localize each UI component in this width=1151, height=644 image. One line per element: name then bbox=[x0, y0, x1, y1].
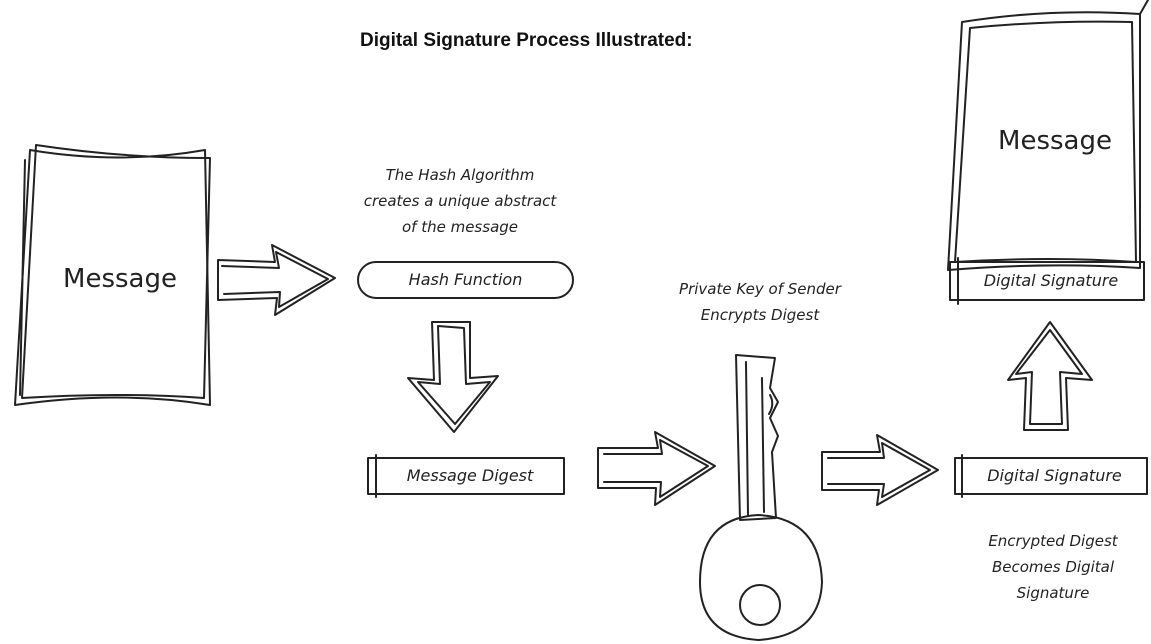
key-note-line-1: Private Key of Sender bbox=[679, 280, 841, 298]
hash-note-line-3: of the message bbox=[401, 218, 519, 236]
hash-note: The Hash Algorithm creates a unique abst… bbox=[325, 162, 595, 240]
hash-function-label: Hash Function bbox=[408, 270, 523, 289]
arrow-icon bbox=[217, 244, 336, 316]
key-icon bbox=[699, 354, 823, 641]
digital-signature-label-attached: Digital Signature bbox=[983, 271, 1119, 290]
signature-note-line-1: Encrypted Digest bbox=[988, 532, 1118, 550]
signature-note-line-2: Becomes Digital bbox=[991, 558, 1114, 576]
arrow-icon bbox=[407, 321, 499, 433]
hash-note-line-2: creates a unique abstract bbox=[363, 192, 557, 210]
hash-note-line-1: The Hash Algorithm bbox=[385, 166, 535, 184]
signature-note: Encrypted Digest Becomes Digital Signatu… bbox=[955, 528, 1151, 606]
message-document-right bbox=[947, 0, 1149, 305]
arrow-icon bbox=[597, 431, 716, 506]
hash-function-box bbox=[357, 261, 574, 299]
message-label-left: Message bbox=[63, 264, 177, 294]
message-document-left bbox=[14, 144, 211, 406]
message-label-right: Message bbox=[998, 126, 1112, 156]
diagram-title: Digital Signature Process Illustrated: bbox=[360, 30, 693, 51]
key-note-line-2: Encrypts Digest bbox=[700, 306, 820, 324]
message-digest-box bbox=[367, 454, 565, 498]
signature-note-line-3: Signature bbox=[1016, 584, 1090, 602]
digital-signature-box-result bbox=[954, 454, 1148, 498]
arrow-icon bbox=[821, 434, 939, 506]
message-digest-label: Message Digest bbox=[406, 466, 534, 485]
digital-signature-label-result: Digital Signature bbox=[987, 466, 1122, 485]
arrow-icon bbox=[1007, 321, 1093, 431]
key-note: Private Key of Sender Encrypts Digest bbox=[630, 276, 890, 328]
